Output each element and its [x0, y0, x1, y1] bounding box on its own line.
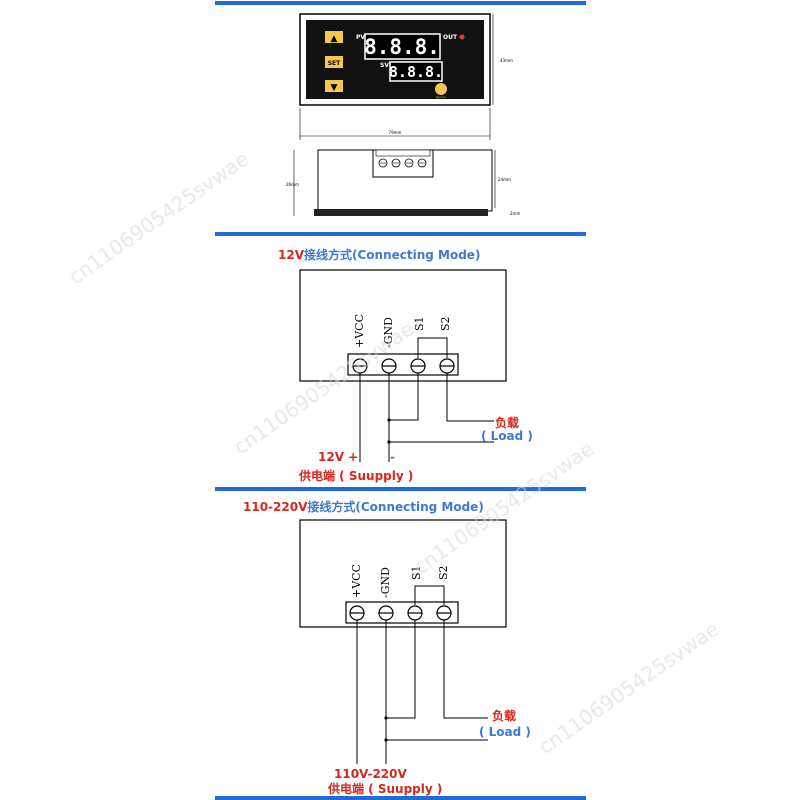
- terminal-s1-label-12v: S1: [413, 316, 426, 331]
- supply-minus-12v: -: [390, 450, 395, 464]
- load-cn-label-12v: 负载: [495, 415, 519, 430]
- front-flange: [314, 209, 488, 216]
- supply-voltage-220v: 110V-220V: [334, 767, 407, 781]
- up-arrow-icon: ▲: [331, 34, 338, 44]
- wiring-220v-title: 接线方式(Connecting Mode): [307, 499, 483, 514]
- terminal-s1-label-220v: S1: [410, 565, 423, 580]
- load-en-label-12v: ( Load ): [481, 429, 533, 443]
- set-button-label: SET: [328, 60, 341, 67]
- wiring-12v: 12V接线方式(Connecting Mode) +VCC -GND S1 S2: [278, 247, 533, 483]
- wiring-220v-voltage: 110-220V: [243, 500, 308, 514]
- flange-dimension: 2mm: [510, 211, 520, 216]
- sv-label: SV: [380, 62, 389, 69]
- terminal-s2-label-220v: S2: [437, 565, 450, 580]
- sv-display: [389, 61, 443, 82]
- front-view: ▲ SET ▼ PV 8.8.8. OUT SV 8.8.8. Qunuo 43…: [299, 13, 513, 140]
- wiring-12v-title: 接线方式(Connecting Mode): [304, 247, 480, 262]
- terminal-s2-label-12v: S2: [439, 316, 452, 331]
- terminal-strip-12v: [347, 353, 459, 376]
- depth-dimension: 26mm: [286, 182, 299, 187]
- load-en-label-220v: ( Load ): [479, 725, 531, 739]
- terminal-vcc-label-220v: +VCC: [350, 564, 363, 598]
- supply-label-220v: 供电端 ( Suupply ): [327, 781, 442, 796]
- watermark-text: cn1106905425svwae: [64, 147, 253, 289]
- out-indicator-icon: [459, 34, 465, 40]
- side-view: 26mm 24mm 2mm: [286, 149, 520, 216]
- supply-label-12v: 供电端 ( Suupply ): [298, 468, 413, 483]
- supply-voltage-12v: 12V +: [318, 450, 358, 464]
- set-button[interactable]: [325, 56, 343, 68]
- lower-separator-band: [215, 487, 586, 491]
- brand-logo-icon: [435, 83, 447, 95]
- watermark-text: cn1106905425svwae: [534, 617, 723, 759]
- terminal-vcc-label-12v: +VCC: [353, 314, 366, 348]
- terminal-gnd-label-220v: -GND: [379, 567, 392, 598]
- terminal-strip-220v: [345, 601, 459, 624]
- sv-digits: 8.8.8.: [389, 63, 443, 81]
- down-arrow-icon: ▼: [331, 83, 338, 93]
- wiring-220v: 110-220V接线方式(Connecting Mode) +VCC -GND …: [243, 499, 531, 796]
- svg-text:110-220V接线方式(Connecting Mode): 110-220V接线方式(Connecting Mode): [243, 499, 484, 514]
- width-dimension: 79mm: [389, 130, 402, 135]
- out-label: OUT: [443, 34, 458, 41]
- terminal-gnd-label-12v: -GND: [382, 317, 395, 348]
- svg-text:12V接线方式(Connecting Mode): 12V接线方式(Connecting Mode): [278, 247, 480, 262]
- bottom-separator-band: [215, 796, 586, 800]
- wiring-12v-voltage: 12V: [278, 248, 305, 262]
- load-cn-label-220v: 负载: [492, 708, 516, 723]
- top-separator-band: [215, 1, 586, 5]
- brand-logo-text: Qunuo: [436, 95, 446, 99]
- pv-digits: 8.8.8.: [364, 35, 440, 59]
- pv-display: [364, 33, 441, 60]
- down-button[interactable]: [325, 80, 343, 92]
- height-dimension: 43mm: [500, 58, 513, 63]
- pv-label: PV: [356, 34, 365, 41]
- middle-separator-band: [215, 232, 586, 236]
- up-button[interactable]: [325, 31, 343, 43]
- inner-depth-dimension: 24mm: [498, 177, 511, 182]
